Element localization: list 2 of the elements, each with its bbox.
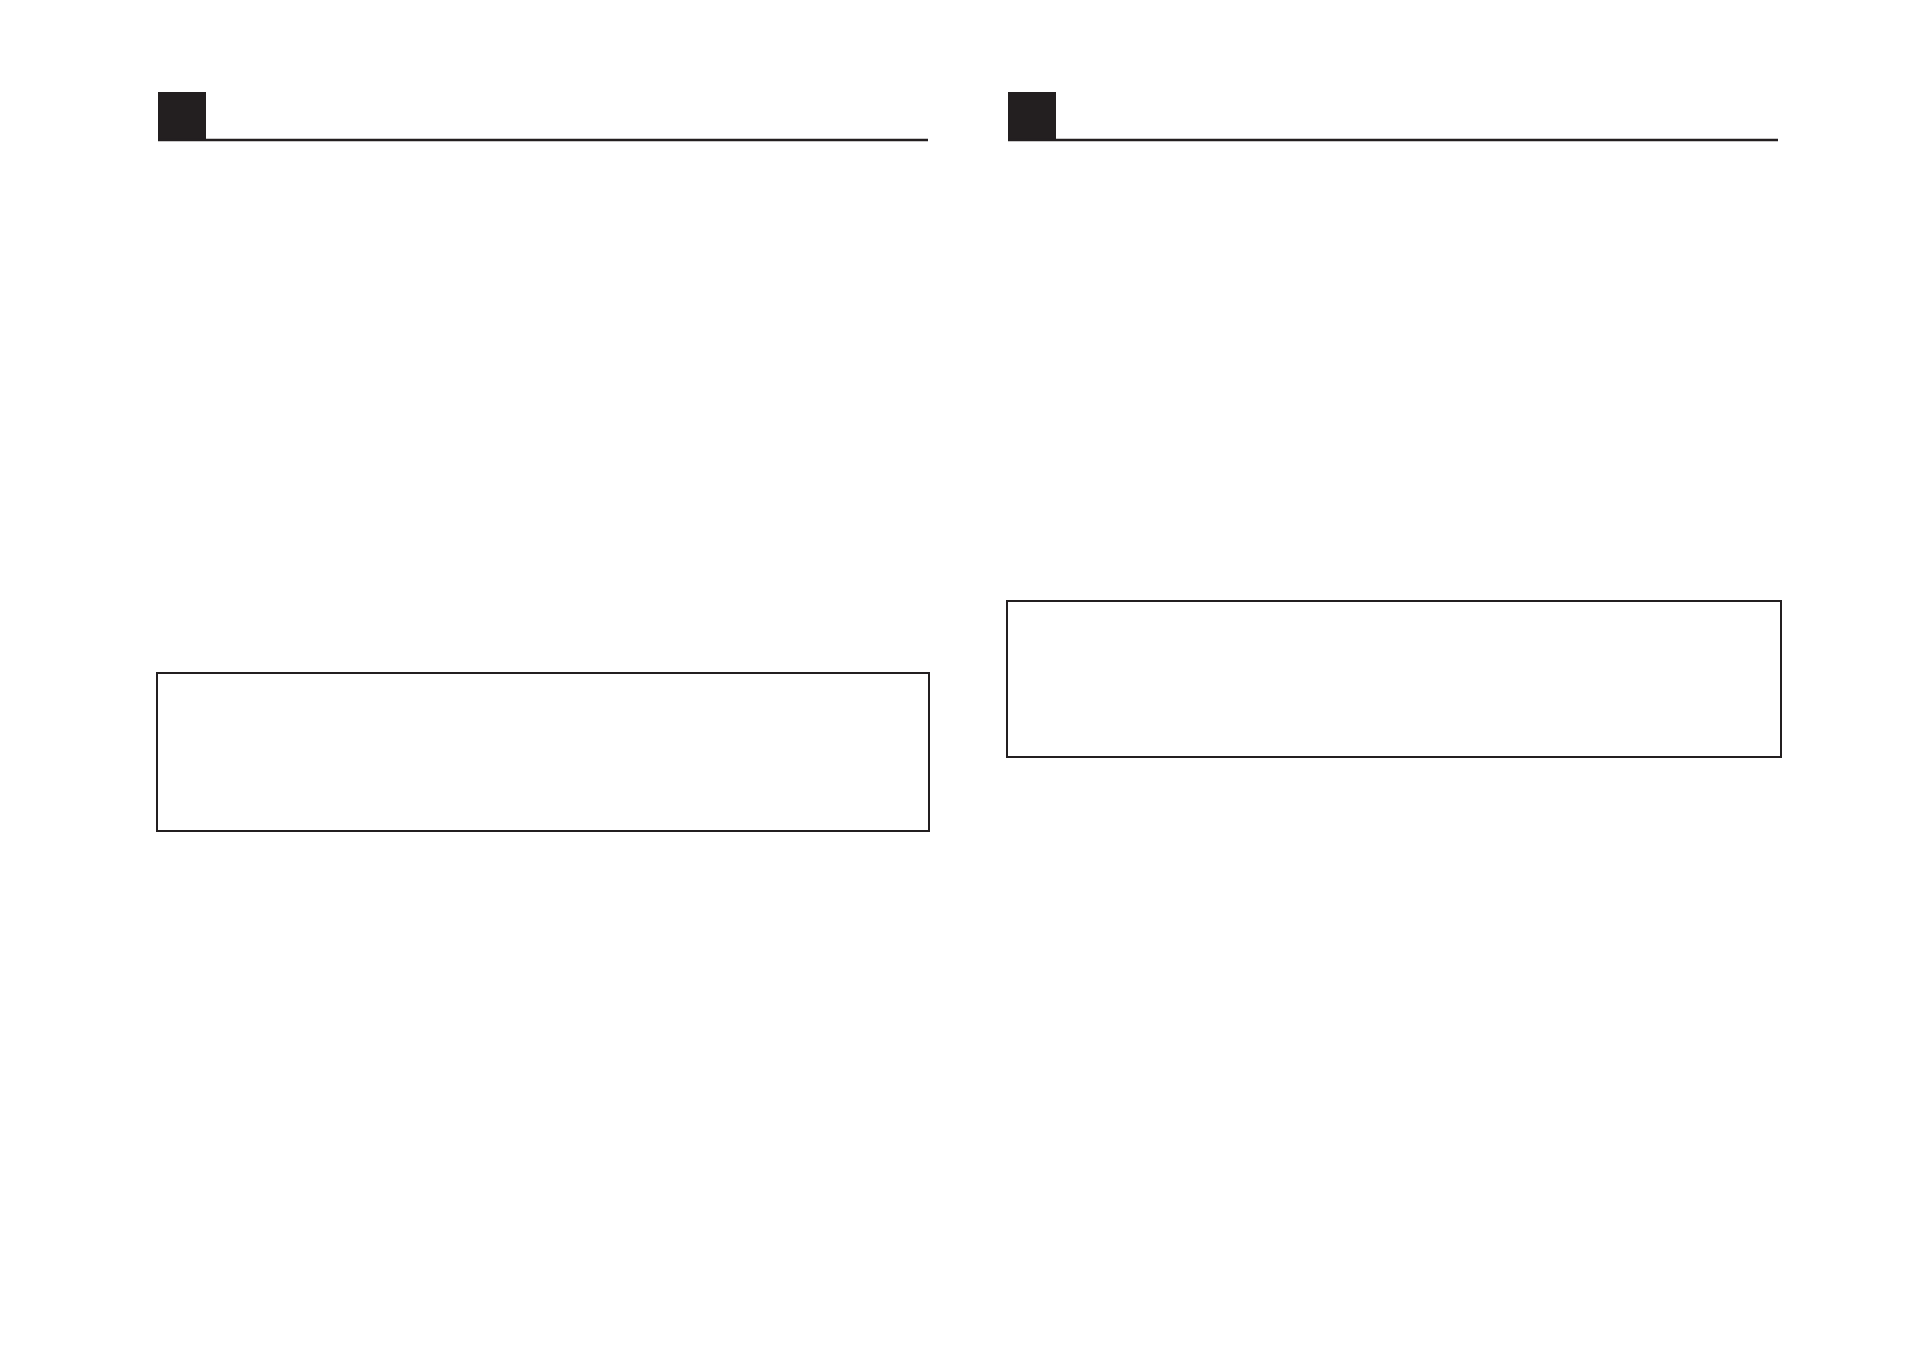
note-box	[156, 672, 930, 832]
note-box	[1006, 600, 1782, 758]
